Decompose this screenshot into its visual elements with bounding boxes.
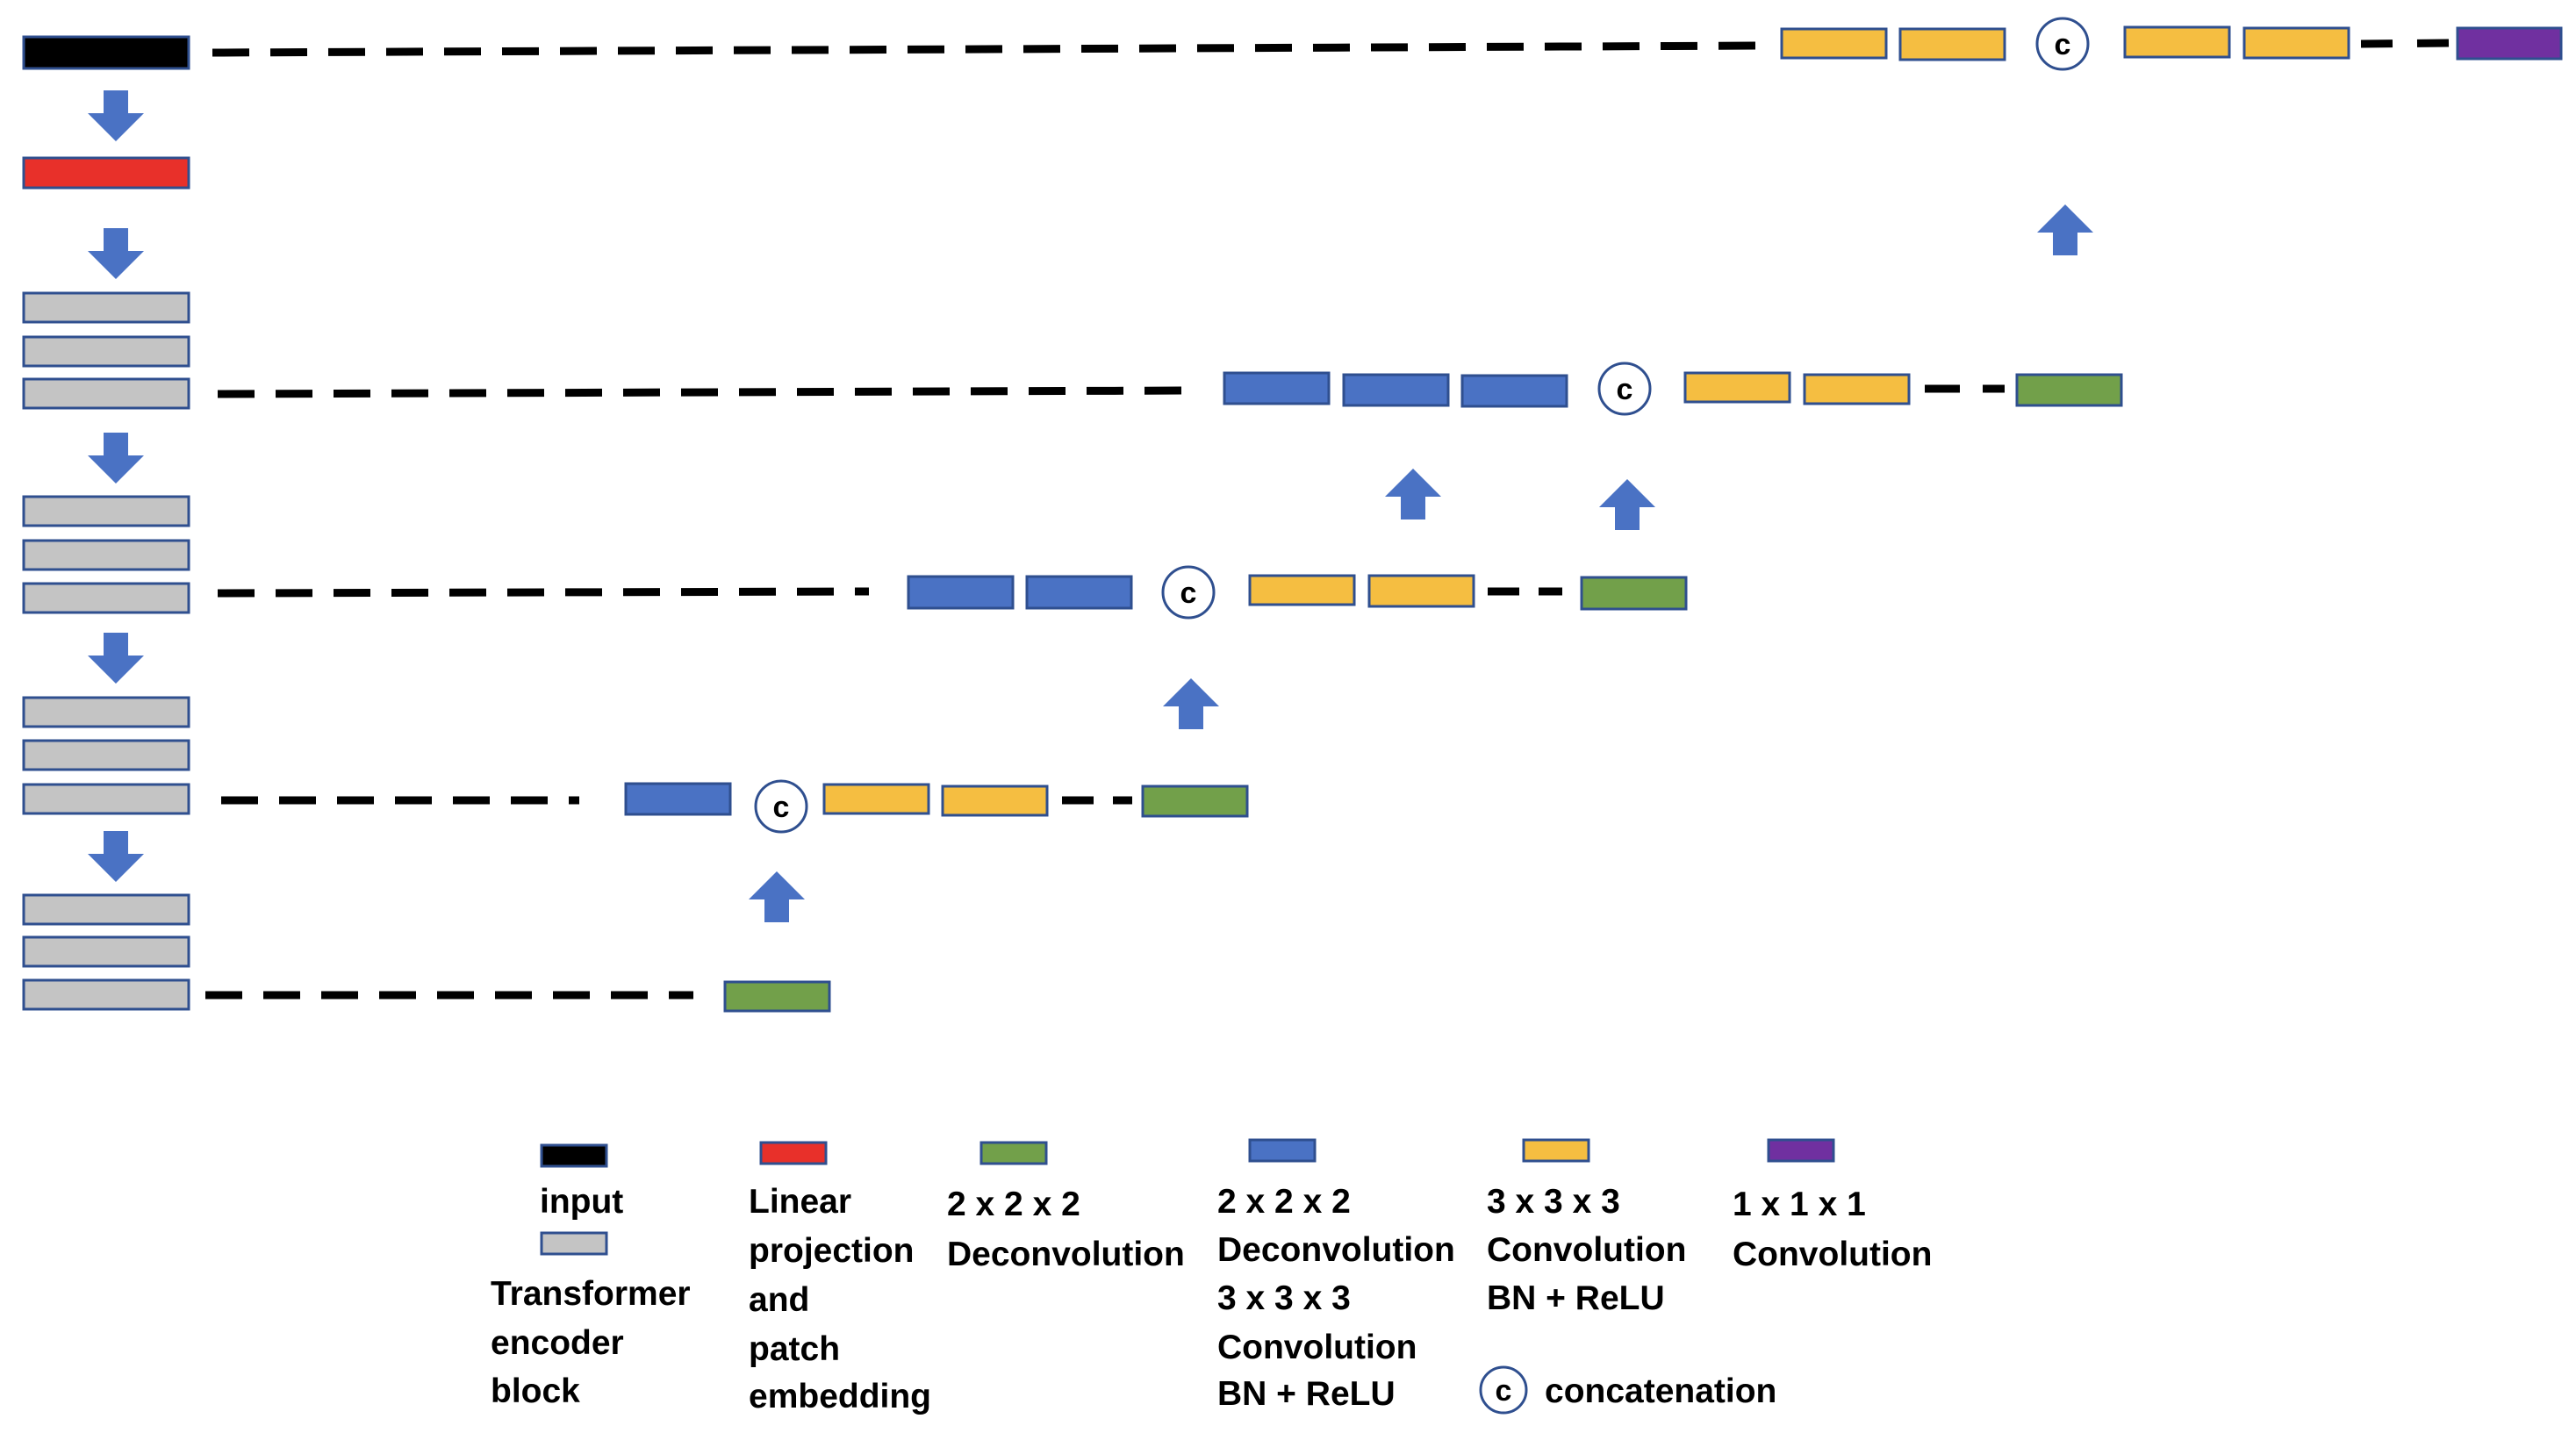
conv-block — [2123, 25, 2231, 59]
legend-linear-swatch — [759, 1141, 828, 1165]
final-conv-block — [2456, 26, 2563, 61]
concat-symbol: c — [1161, 565, 1216, 620]
legend: input Transformer encoder block Linear p… — [491, 1138, 1932, 1415]
input-block — [22, 35, 190, 70]
transformer-block — [22, 893, 190, 926]
skip-connection-line — [217, 587, 870, 598]
connector-line — [2360, 39, 2455, 48]
conv-block — [1367, 574, 1475, 608]
transformer-block — [22, 935, 190, 968]
deconv-block — [1580, 576, 1688, 611]
deconv-conv-block — [1460, 374, 1568, 408]
transformer-block — [22, 582, 190, 614]
up-arrow-icon — [1163, 678, 1219, 729]
down-arrow-icon — [88, 633, 144, 684]
concat-letter: c — [773, 791, 790, 824]
deconv-block — [2015, 373, 2123, 407]
encoder-column — [22, 35, 190, 1011]
deconv-conv-block — [1223, 371, 1331, 405]
legend-final-conv-swatch — [1767, 1138, 1835, 1163]
down-arrow-icon — [88, 831, 144, 882]
skip-connections — [205, 39, 2455, 1000]
decoder-level-5: c — [1780, 17, 2563, 71]
down-arrow-icon — [88, 228, 144, 279]
conv-block — [941, 785, 1049, 817]
skip-connection-line — [217, 386, 1193, 398]
legend-deconv-swatch — [979, 1141, 1048, 1165]
legend-concat-label: concatenation — [1545, 1372, 1776, 1410]
deconv-block — [723, 980, 831, 1013]
transformer-block — [22, 739, 190, 771]
deconv-conv-block — [1025, 575, 1133, 610]
transformer-block — [22, 495, 190, 527]
deconv-block — [1141, 785, 1249, 818]
concat-circle-icon — [1597, 362, 1652, 416]
legend-concat-letter: c — [1496, 1374, 1512, 1408]
down-arrow-icon — [88, 90, 144, 141]
legend-input-label: input — [540, 1183, 623, 1221]
concat-letter: c — [1180, 577, 1197, 610]
transformer-block — [22, 696, 190, 728]
concat-letter: c — [1617, 373, 1633, 406]
legend-input-swatch — [540, 1143, 608, 1168]
legend-conv-swatch — [1522, 1138, 1590, 1163]
linear-projection-block — [22, 156, 190, 190]
legend-transformer-swatch — [540, 1231, 608, 1256]
transformer-block — [22, 783, 190, 815]
legend-deconv-conv-swatch — [1248, 1138, 1317, 1163]
up-arrow-icon — [1385, 469, 1441, 519]
legend-deconv-label: 2 x 2 x 2 Deconvolution — [947, 1186, 1185, 1273]
conv-block — [1803, 373, 1911, 405]
concat-circle-icon — [1161, 565, 1216, 620]
legend-conv-label: 3 x 3 x 3 Convolution BN + ReLU — [1487, 1183, 1696, 1317]
legend-concat-symbol: c — [1479, 1365, 1528, 1415]
conv-block — [1248, 574, 1356, 606]
conv-block — [822, 783, 930, 815]
legend-concat-circle-icon — [1479, 1365, 1528, 1415]
deconv-conv-block — [624, 782, 732, 816]
transformer-stack-4 — [22, 893, 190, 1011]
transformer-stack-3 — [22, 696, 190, 815]
legend-linear-label: Linear projection and patch embedding — [749, 1183, 931, 1415]
conv-block — [1898, 27, 2006, 61]
decoder-level-1 — [723, 871, 831, 1013]
concat-symbol: c — [754, 779, 808, 834]
concat-symbol: c — [1597, 362, 1652, 416]
concat-circle-icon — [754, 779, 808, 834]
up-arrow-icon — [2037, 204, 2093, 255]
concat-circle-icon — [2035, 17, 2090, 71]
transformer-block — [22, 539, 190, 571]
legend-transformer-label: Transformer encoder block — [491, 1275, 700, 1410]
concat-letter: c — [2055, 28, 2071, 61]
conv-block — [2242, 26, 2350, 60]
transformer-stack-2 — [22, 495, 190, 614]
concat-symbol: c — [2035, 17, 2090, 71]
deconv-conv-block — [1342, 373, 1450, 407]
transformer-stack-1 — [22, 291, 190, 410]
decoder-level-2: c — [624, 678, 1249, 834]
conv-block — [1780, 27, 1888, 60]
decoder-level-4: c — [1223, 204, 2123, 416]
down-arrow-icon — [88, 433, 144, 484]
conv-block — [1683, 371, 1791, 404]
legend-final-conv-label: 1 x 1 x 1 Convolution — [1733, 1186, 1932, 1273]
legend-deconv-conv-label: 2 x 2 x 2 Deconvolution 3 x 3 x 3 Convol… — [1217, 1183, 1465, 1413]
deconv-conv-block — [907, 575, 1015, 610]
transformer-block — [22, 335, 190, 368]
decoder-level-3: c — [907, 469, 1688, 620]
transformer-block — [22, 978, 190, 1011]
transformer-block — [22, 291, 190, 324]
up-arrow-icon — [1599, 479, 1655, 530]
transformer-block — [22, 377, 190, 410]
skip-connection-line — [212, 41, 1765, 57]
up-arrow-icon — [749, 871, 805, 922]
